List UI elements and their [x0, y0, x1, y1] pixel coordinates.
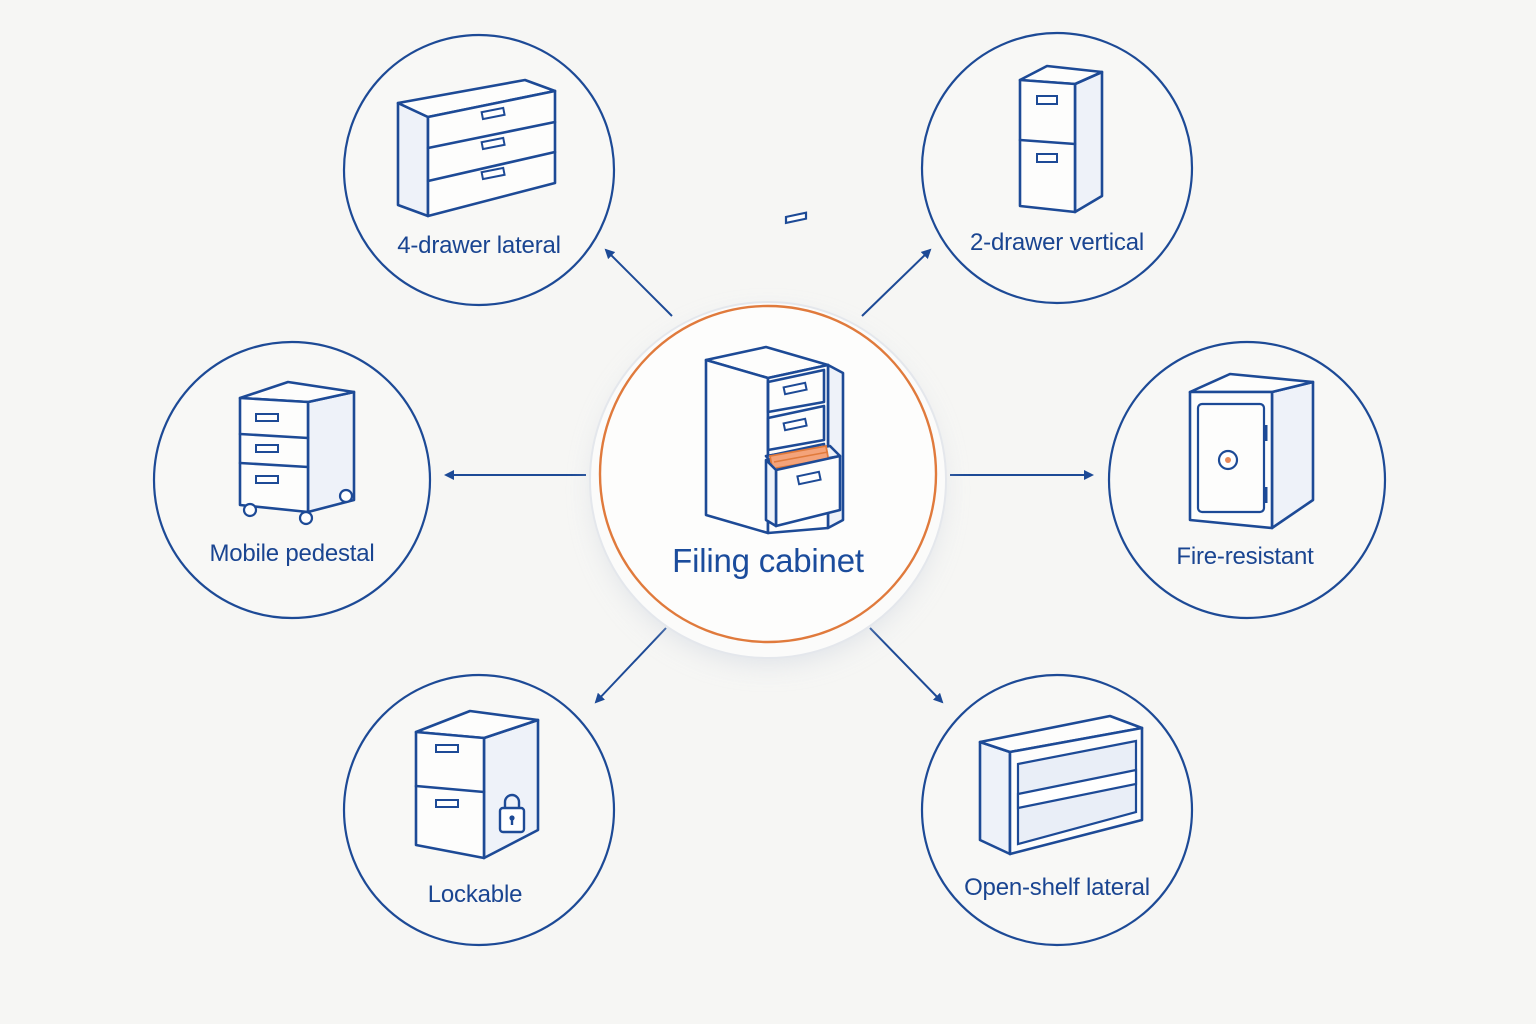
connector-arrows: [444, 248, 1094, 704]
open-shelf-icon: [978, 714, 1144, 856]
lateral-cabinet-icon: [396, 78, 557, 218]
arrow-to-open-shelf-lateral: [869, 627, 944, 704]
node-label-open-shelf-lateral: Open-shelf lateral: [964, 874, 1150, 901]
padlock-icon: [498, 793, 526, 834]
lockable-cabinet-icon: [414, 709, 540, 860]
arrow-to-4-drawer-lateral: [604, 248, 673, 317]
safe-icon: [1188, 372, 1315, 530]
mobile-pedestal-icon: [238, 380, 356, 526]
arrow-to-2-drawer-vertical: [861, 248, 932, 317]
node-label-lockable: Lockable: [427, 881, 523, 908]
node-label-2-drawer-vertical: 2-drawer vertical: [970, 229, 1144, 256]
filing-cabinet-icon: [704, 211, 845, 535]
arrow-to-lockable: [594, 627, 667, 704]
center-label: Filing cabinet: [672, 542, 864, 579]
node-label-fire-resistant: Fire-resistant: [1176, 543, 1314, 570]
node-label-4-drawer-lateral: 4-drawer lateral: [397, 232, 561, 259]
node-label-mobile-pedestal: Mobile pedestal: [209, 540, 375, 567]
vertical-cabinet-icon: [1018, 64, 1104, 214]
